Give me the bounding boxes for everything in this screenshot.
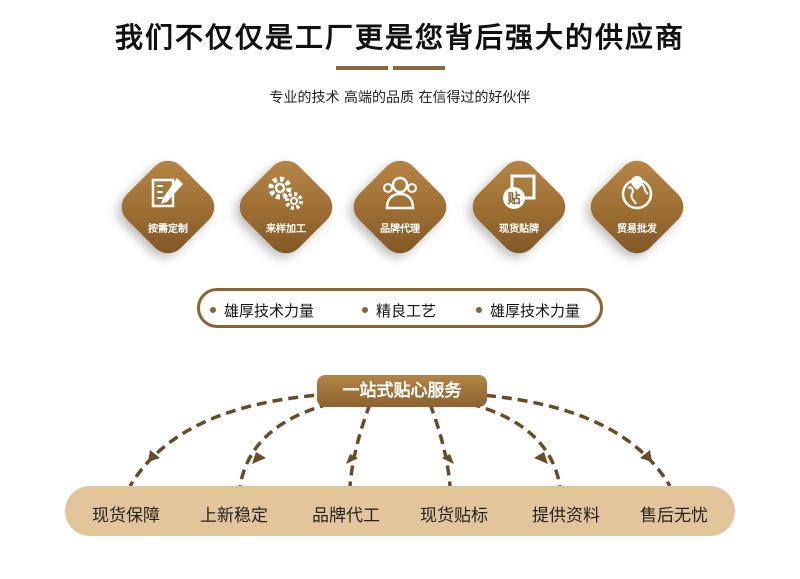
benefit-item: 品牌代工 xyxy=(312,506,380,526)
feature-label: 雄厚技术力量 xyxy=(490,302,581,320)
benefits-bar xyxy=(65,486,735,536)
service-custom[interactable]: 按需定制 xyxy=(113,152,223,262)
title-underline-left xyxy=(336,66,388,70)
bullet-icon xyxy=(476,306,482,313)
service-label: 贸易批发 xyxy=(617,224,657,235)
people-icon xyxy=(383,176,417,210)
benefit-item: 现货保障 xyxy=(92,506,160,526)
feature-item: 雄厚技术力量 xyxy=(210,300,314,321)
page-title: 我们不仅仅是工厂更是您背后强大的供应商 xyxy=(114,21,685,54)
feature-label: 雄厚技术力量 xyxy=(224,302,315,320)
one-stop-service-badge: 一站式贴心服务 xyxy=(317,375,487,407)
pencil-ruler-icon xyxy=(151,178,183,208)
globe-icon xyxy=(621,176,653,210)
service-sample[interactable]: 来样加工 xyxy=(231,152,341,262)
benefit-item: 提供资料 xyxy=(532,506,600,526)
feature-label: 精良工艺 xyxy=(376,302,437,320)
service-label: 现货贴牌 xyxy=(499,224,539,235)
bullet-icon xyxy=(210,306,216,313)
feature-item: 精良工艺 xyxy=(362,300,436,321)
benefit-item: 现货贴标 xyxy=(420,506,488,526)
svg-text:贴: 贴 xyxy=(507,191,520,207)
page-subtitle: 专业的技术 高端的品质 在信得过的好伙伴 xyxy=(269,90,531,106)
feature-pill: 雄厚技术力量 精良工艺 雄厚技术力量 xyxy=(197,288,603,328)
service-label: 按需定制 xyxy=(148,224,188,235)
service-brand-agent[interactable]: 品牌代理 xyxy=(345,152,455,262)
tag-icon: 贴 xyxy=(503,174,536,209)
title-underline-right xyxy=(393,66,445,70)
service-label: 来样加工 xyxy=(266,224,306,235)
service-label: 品牌代理 xyxy=(380,224,420,235)
bullet-icon xyxy=(362,306,368,313)
benefit-item: 售后无忧 xyxy=(640,506,708,526)
service-wholesale[interactable]: 贸易批发 xyxy=(582,152,692,262)
benefit-item: 上新稳定 xyxy=(200,506,268,526)
gears-icon xyxy=(268,176,303,210)
feature-item: 雄厚技术力量 xyxy=(476,300,580,321)
service-stock-label[interactable]: 贴 现货贴牌 xyxy=(464,152,574,262)
